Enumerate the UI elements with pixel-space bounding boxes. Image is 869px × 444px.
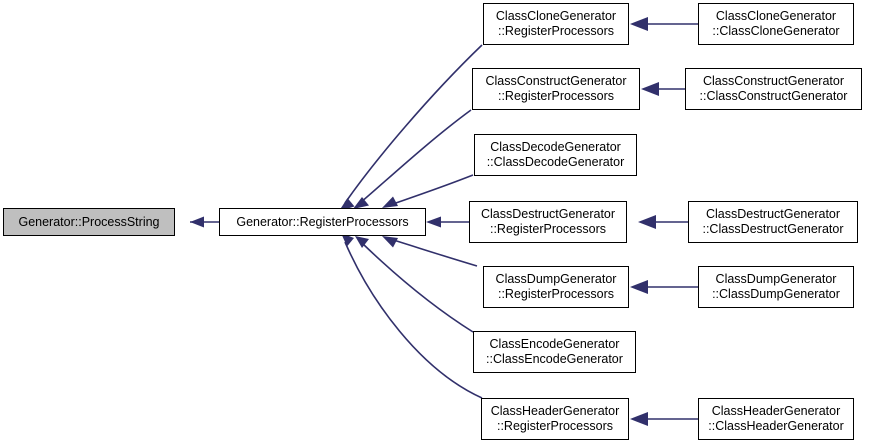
node-classheadergenerator-ctor[interactable]: ClassHeaderGenerator ::ClassHeaderGenera…	[698, 398, 854, 440]
node-label-line2: ::ClassEncodeGenerator	[486, 352, 623, 366]
edge-mid-4-to-hub	[426, 216, 469, 228]
edge-mid-6-to-hub	[355, 236, 474, 333]
edge-mid-5-to-hub	[382, 236, 478, 267]
node-classconstructgenerator-registerprocessors[interactable]: ClassConstructGenerator ::RegisterProces…	[472, 68, 640, 110]
edge-mid-3-to-hub	[382, 174, 474, 208]
node-classdumpgenerator-registerprocessors[interactable]: ClassDumpGenerator ::RegisterProcessors	[483, 266, 629, 308]
edge-mid-1-to-hub	[339, 44, 483, 211]
node-label-line2: ::ClassCloneGenerator	[712, 24, 840, 38]
node-label-line1: ClassCloneGenerator	[715, 9, 837, 23]
node-classdestructgenerator-registerprocessors[interactable]: ClassDestructGenerator ::RegisterProcess…	[469, 201, 627, 243]
node-label-line2: ::RegisterProcessors	[497, 89, 614, 103]
node-label-line2: ::RegisterProcessors	[497, 287, 614, 301]
node-label-line2: ::ClassDecodeGenerator	[486, 155, 625, 169]
node-label-line2: ::ClassDumpGenerator	[712, 287, 840, 301]
node-classclonegenerator-registerprocessors[interactable]: ClassCloneGenerator ::RegisterProcessors	[483, 3, 629, 45]
node-classdumpgenerator-ctor[interactable]: ClassDumpGenerator ::ClassDumpGenerator	[698, 266, 854, 308]
node-label-line2: ::RegisterProcessors	[497, 24, 614, 38]
node-label-line1: ClassDumpGenerator	[495, 272, 617, 286]
node-classdecodegenerator-classdecodegenerator[interactable]: ClassDecodeGenerator ::ClassDecodeGenera…	[474, 134, 637, 176]
node-label-line1: ClassConstructGenerator	[485, 74, 627, 88]
node-label-line1: Generator::ProcessString	[18, 214, 160, 229]
node-classdestructgenerator-ctor[interactable]: ClassDestructGenerator ::ClassDestructGe…	[688, 201, 858, 243]
node-label-line2: ::ClassConstructGenerator	[699, 89, 848, 103]
node-label-line1: ClassDecodeGenerator	[490, 140, 621, 154]
node-classencodegenerator-classencodegenerator[interactable]: ClassEncodeGenerator ::ClassEncodeGenera…	[473, 331, 636, 373]
node-classconstructgenerator-ctor[interactable]: ClassConstructGenerator ::ClassConstruct…	[685, 68, 862, 110]
edge-right-1-to-mid-1	[630, 17, 698, 31]
node-label-line2: ::ClassHeaderGenerator	[708, 419, 844, 433]
node-label-line1: ClassDestructGenerator	[480, 207, 616, 221]
node-label-line1: ClassHeaderGenerator	[711, 404, 841, 418]
node-label-line1: ClassHeaderGenerator	[490, 404, 620, 418]
node-label-line1: ClassDumpGenerator	[715, 272, 837, 286]
node-generator-processstring[interactable]: Generator::ProcessString	[3, 208, 175, 236]
node-label-line1: ClassConstructGenerator	[702, 74, 845, 88]
node-label-line2: ::RegisterProcessors	[489, 222, 606, 236]
node-classclonegenerator-ctor[interactable]: ClassCloneGenerator ::ClassCloneGenerato…	[698, 3, 854, 45]
edge-right-3-to-mid-4	[638, 215, 688, 229]
node-label-line2: ::ClassDestructGenerator	[702, 222, 844, 236]
edge-mid-2-to-hub	[353, 109, 472, 209]
node-label-line1: ClassEncodeGenerator	[489, 337, 620, 351]
node-label-line1: ClassDestructGenerator	[705, 207, 841, 221]
node-label-line2: ::RegisterProcessors	[496, 419, 613, 433]
node-classheadergenerator-registerprocessors[interactable]: ClassHeaderGenerator ::RegisterProcessor…	[481, 398, 629, 440]
edge-right-5-to-mid-7	[630, 412, 698, 426]
edge-hub-to-root	[190, 216, 219, 228]
edge-right-2-to-mid-2	[641, 82, 685, 96]
node-label-line1: Generator::RegisterProcessors	[236, 214, 409, 229]
edge-mid-7-to-hub	[341, 233, 483, 399]
node-label-line1: ClassCloneGenerator	[495, 9, 617, 23]
edge-right-4-to-mid-5	[630, 280, 698, 294]
node-generator-registerprocessors[interactable]: Generator::RegisterProcessors	[219, 208, 426, 236]
